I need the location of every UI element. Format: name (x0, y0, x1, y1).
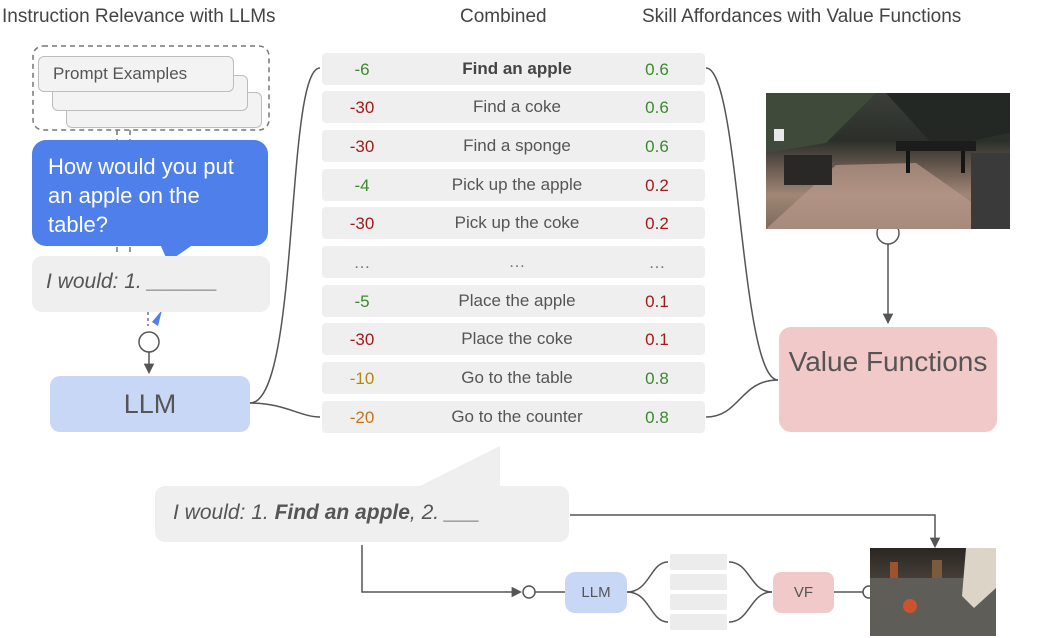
output-sentence-prefix: I would: 1. (173, 501, 275, 524)
skill-label: … (508, 252, 526, 271)
heading-instruction-relevance: Instruction Relevance with LLMs (2, 6, 276, 27)
mini-list-bar (670, 574, 727, 590)
mini-list-bar (670, 614, 727, 630)
result-scene-illustration (870, 548, 996, 636)
vf-score: 0.6 (645, 137, 669, 156)
table-row: -30 Find a coke 0.6 (322, 91, 705, 123)
output-sentence: I would: 1. Find an apple, 2. ___ (173, 501, 480, 525)
question-bubble: How would you put an apple on the table? (32, 140, 268, 246)
vf-score: 0.2 (645, 176, 669, 195)
skill-label: Pick up the apple (451, 175, 583, 194)
llm-score: -30 (349, 330, 375, 349)
skill-label: Place the coke (461, 329, 573, 348)
scene-illustration (766, 93, 1010, 229)
answer-bubble: I would: 1. ______ (32, 256, 270, 312)
value-functions-box: Value Functions (779, 327, 997, 432)
llm-score: -20 (349, 408, 375, 427)
mini-list-bar (670, 554, 727, 570)
question-text: How would you put an apple on the table? (48, 154, 234, 237)
vf-score: 0.8 (645, 408, 669, 427)
vf-score: 0.2 (645, 214, 669, 233)
prompt-examples-container (32, 45, 270, 131)
robot-scene-photo (766, 93, 1010, 229)
prompt-examples-label: Prompt Examples (53, 64, 188, 83)
vf-score: 0.6 (645, 60, 669, 79)
vf-score: 0.1 (645, 292, 669, 311)
mini-llm-label: LLM (581, 584, 611, 601)
output-sentence-bold: Find an apple (274, 501, 410, 524)
table-row: -6 Find an apple 0.6 (322, 53, 705, 85)
llm-box: LLM (50, 376, 250, 432)
table-row: -30 Place the coke 0.1 (322, 323, 705, 355)
skill-label: Go to the table (461, 368, 573, 387)
vf-score: 0.8 (645, 369, 669, 388)
skill-label: Pick up the coke (454, 213, 580, 232)
llm-score: -30 (349, 137, 375, 156)
llm-score: -6 (354, 60, 370, 79)
vf-score: 0.1 (645, 330, 669, 349)
mini-list-bar (670, 594, 727, 610)
llm-score: -30 (349, 214, 375, 233)
skill-label: Go to the counter (451, 407, 583, 426)
output-sentence-suffix: , 2. ___ (409, 501, 480, 524)
vf-score: 0.6 (645, 98, 669, 117)
skill-label: Find an apple (462, 59, 572, 78)
table-row: -30 Find a sponge 0.6 (322, 130, 705, 162)
answer-text: I would: 1. ______ (46, 270, 218, 293)
table-row: -5 Place the apple 0.1 (322, 285, 705, 317)
llm-score: -10 (349, 369, 375, 388)
mini-llm-box: LLM (565, 572, 627, 613)
heading-skill-affordances: Skill Affordances with Value Functions (642, 6, 962, 27)
llm-label: LLM (123, 389, 177, 419)
table-row: -20 Go to the counter 0.8 (322, 401, 705, 433)
skill-label: Place the apple (458, 291, 576, 310)
skill-label: Find a sponge (463, 136, 571, 155)
table-row: -30 Pick up the coke 0.2 (322, 207, 705, 239)
table-row: -4 Pick up the apple 0.2 (322, 169, 705, 201)
llm-score: -5 (354, 292, 370, 311)
llm-score: -30 (349, 98, 375, 117)
skill-label: Find a coke (473, 97, 561, 116)
llm-score: … (353, 253, 371, 272)
table-row: … … … (322, 246, 705, 278)
mini-vf-box: VF (773, 572, 834, 613)
value-functions-label: Value Functions (788, 346, 988, 377)
heading-combined: Combined (460, 6, 547, 27)
result-scene-photo (870, 548, 996, 636)
llm-score: -4 (354, 176, 370, 195)
prompt-card-front: Prompt Examples (38, 56, 234, 92)
vf-score: … (648, 253, 666, 272)
table-row: -10 Go to the table 0.8 (322, 362, 705, 394)
mini-vf-label: VF (793, 584, 814, 601)
output-sentence-bubble: I would: 1. Find an apple, 2. ___ (155, 486, 569, 542)
